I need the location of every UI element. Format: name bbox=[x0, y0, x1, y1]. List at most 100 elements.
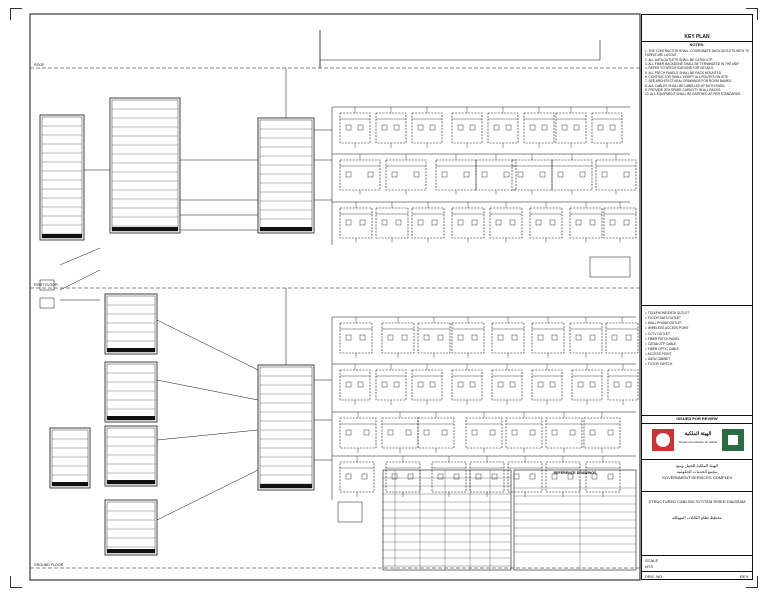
outlet-icon bbox=[509, 219, 516, 226]
room-panel bbox=[381, 417, 419, 453]
note-item: 5. ALL PATCH PANELS SHALL BE RACK MOUNTE… bbox=[645, 70, 722, 75]
outlet-icon bbox=[579, 171, 586, 178]
outlet-icon bbox=[381, 219, 388, 226]
panel-border bbox=[465, 417, 503, 449]
outlet-icon bbox=[529, 473, 536, 480]
outlet-icon bbox=[589, 334, 596, 341]
note-item: 9. PROVIDE 20% SPARE CAPACITY IN ALL RAC… bbox=[645, 87, 722, 92]
legend-list: □ TELEPHONE/DATA OUTLET□ FLOOR DATA OUTL… bbox=[645, 311, 749, 367]
legend-item: □ WALL PHONE OUTLET bbox=[645, 321, 749, 326]
room-panel bbox=[489, 207, 523, 243]
floor-cabinet bbox=[104, 361, 158, 423]
outlet-icon bbox=[611, 334, 618, 341]
outlet-icon bbox=[359, 334, 366, 341]
outlet-icon bbox=[575, 219, 582, 226]
outlet-icon bbox=[589, 429, 596, 436]
outlet-icon bbox=[457, 381, 464, 388]
panel-border bbox=[411, 369, 443, 401]
outlet-icon bbox=[491, 473, 498, 480]
note-item: 10. ALL EQUIPMENT SHALL BE EARTHED AS PE… bbox=[645, 92, 742, 97]
divider bbox=[642, 459, 752, 460]
cabinet-frame bbox=[257, 117, 315, 234]
outlet-icon bbox=[505, 124, 512, 131]
room-panel bbox=[523, 112, 555, 148]
outlet-icon bbox=[573, 124, 580, 131]
outlet-icon bbox=[497, 381, 504, 388]
outlet-icon bbox=[623, 171, 630, 178]
crop-mark bbox=[746, 587, 758, 588]
legend-item: □ FLOOR DATA OUTLET bbox=[645, 316, 749, 321]
outlet-icon bbox=[471, 429, 478, 436]
outlet-icon bbox=[591, 473, 598, 480]
cabinet-frame bbox=[104, 293, 158, 355]
outlet-icon bbox=[345, 124, 352, 131]
outlet-icon bbox=[417, 381, 424, 388]
outlet-icon bbox=[393, 124, 400, 131]
outlet-icon bbox=[457, 334, 464, 341]
outlet-icon bbox=[405, 429, 412, 436]
crop-mark bbox=[757, 8, 758, 20]
panel-border bbox=[339, 112, 371, 144]
panel-border bbox=[487, 112, 519, 144]
panel-border bbox=[381, 417, 419, 449]
panel-border bbox=[339, 417, 377, 449]
outlet-icon bbox=[625, 381, 632, 388]
cabinet-inner bbox=[51, 429, 89, 487]
title-block: KEY PLAN NOTES: 1. THE CONTRACTOR SHALL … bbox=[641, 14, 753, 580]
outlet-icon bbox=[393, 381, 400, 388]
outlet-icon bbox=[601, 171, 608, 178]
crop-mark bbox=[10, 587, 22, 588]
panel-border bbox=[381, 322, 415, 354]
scale-label: SCALE bbox=[645, 558, 659, 563]
outlet-icon bbox=[557, 171, 564, 178]
room-panel bbox=[417, 322, 451, 358]
legend-item: □ WIRELESS ACCESS POINT bbox=[645, 326, 749, 331]
outlet-icon bbox=[387, 429, 394, 436]
panel-border bbox=[469, 461, 505, 493]
outlet-icon bbox=[437, 473, 444, 480]
cabinet-base bbox=[260, 484, 312, 488]
panel-border bbox=[603, 207, 637, 239]
notes-title: NOTES: bbox=[689, 42, 705, 47]
divider bbox=[642, 571, 752, 572]
panel-border bbox=[431, 461, 467, 493]
cable-link bbox=[156, 319, 259, 371]
panel-border bbox=[585, 461, 621, 493]
outlet-icon bbox=[471, 334, 478, 341]
cabinet-inner bbox=[106, 295, 156, 353]
legend-item: □ TELEPHONE/DATA OUTLET bbox=[645, 311, 749, 316]
room-panel bbox=[339, 322, 373, 358]
outlet-icon bbox=[429, 381, 436, 388]
outlet-icon bbox=[407, 473, 414, 480]
outlet-icon bbox=[529, 124, 536, 131]
room-panel bbox=[451, 207, 485, 243]
cabinet-base bbox=[260, 227, 312, 231]
legend-label: FIBER OPTIC CABLE bbox=[647, 346, 680, 351]
drawing-number-label: DRG. NO. bbox=[645, 574, 664, 579]
legend-symbol-icon: □ bbox=[645, 336, 648, 341]
legend-symbol-icon: □ bbox=[645, 331, 648, 336]
panel-border bbox=[569, 207, 603, 239]
divider bbox=[642, 491, 752, 492]
outlet-icon bbox=[437, 334, 444, 341]
outlet-icon bbox=[589, 381, 596, 388]
outlet-icon bbox=[423, 429, 430, 436]
crop-mark bbox=[757, 576, 758, 588]
divider bbox=[642, 555, 752, 556]
key-plan-title: KEY PLAN bbox=[684, 34, 710, 40]
panel-border bbox=[529, 207, 563, 239]
panel-border bbox=[451, 207, 485, 239]
note-item: 6. CONTRACTOR SHALL VERIFY ALL ROUTES ON… bbox=[645, 74, 730, 79]
panel-border bbox=[507, 461, 543, 493]
legend-item: □ FLOOR SWITCH bbox=[645, 362, 749, 367]
room-panel bbox=[545, 461, 581, 497]
panel-border bbox=[591, 112, 623, 144]
panel-border bbox=[607, 369, 639, 401]
legend-symbol-icon: □ bbox=[645, 352, 648, 356]
outlet-icon bbox=[469, 381, 476, 388]
room-panel bbox=[487, 112, 519, 148]
room-panel bbox=[375, 112, 407, 148]
outlet-icon bbox=[549, 219, 556, 226]
room-panel bbox=[555, 112, 587, 148]
